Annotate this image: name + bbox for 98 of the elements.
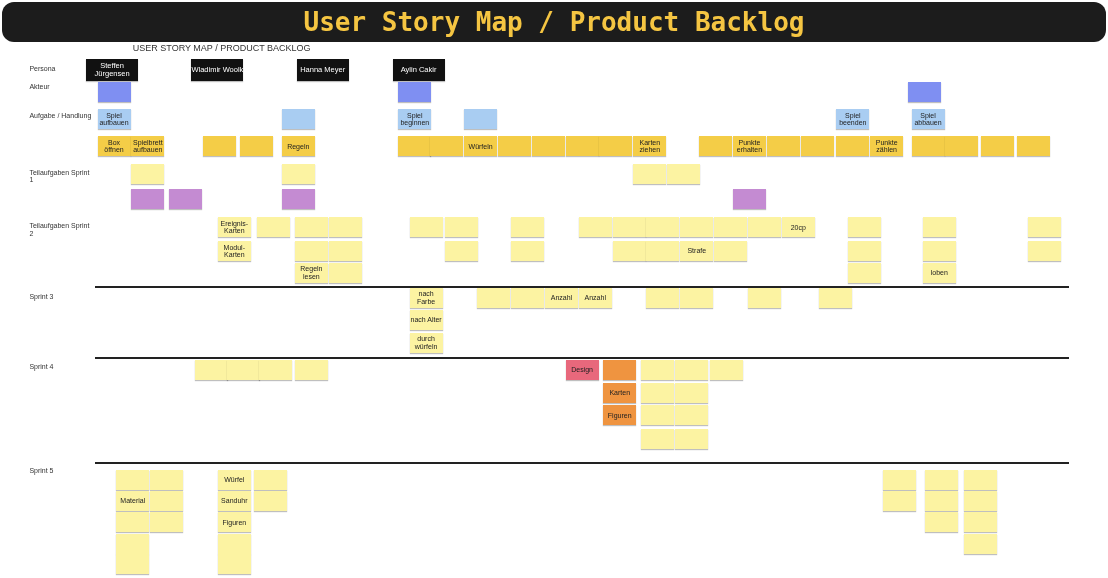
sticky-note bbox=[766, 136, 800, 157]
sticky-note bbox=[640, 382, 674, 403]
sticky-note bbox=[646, 241, 680, 262]
sticky-note bbox=[603, 360, 637, 381]
sticky-note bbox=[1028, 217, 1062, 238]
sticky-note bbox=[640, 360, 674, 381]
sticky-note bbox=[430, 136, 464, 157]
sticky-note bbox=[646, 287, 680, 308]
sticky-note bbox=[699, 136, 733, 157]
sticky-note bbox=[883, 491, 917, 511]
sticky-note bbox=[116, 512, 150, 533]
sticky-note bbox=[116, 469, 150, 490]
sticky-note bbox=[294, 241, 328, 262]
sticky-note bbox=[599, 136, 633, 157]
sticky-note bbox=[511, 287, 545, 308]
sticky-note bbox=[195, 360, 229, 381]
sticky-note bbox=[202, 136, 236, 157]
sticky-note bbox=[964, 533, 998, 554]
sticky-note bbox=[922, 241, 956, 262]
sticky-note bbox=[328, 217, 362, 238]
sticky-note bbox=[847, 241, 881, 262]
sticky-note bbox=[116, 533, 150, 554]
sticky-note bbox=[836, 136, 870, 157]
sticky-note bbox=[612, 241, 646, 262]
sticky-note bbox=[911, 136, 945, 157]
sticky-note bbox=[714, 217, 748, 238]
sticky-note bbox=[981, 136, 1015, 157]
sticky-note bbox=[294, 360, 328, 381]
sticky-note bbox=[168, 188, 202, 209]
sticky-note bbox=[732, 188, 766, 209]
sticky-note bbox=[217, 554, 251, 575]
sticky-note bbox=[747, 217, 781, 238]
sticky-note bbox=[227, 360, 261, 381]
sticky-note bbox=[281, 109, 315, 129]
sticky-note bbox=[640, 405, 674, 426]
sticky-note bbox=[710, 360, 744, 381]
sticky-note bbox=[907, 81, 941, 102]
sticky-note bbox=[674, 405, 708, 426]
sticky-note bbox=[445, 241, 479, 262]
sticky-note bbox=[680, 287, 714, 308]
sticky-note bbox=[578, 217, 612, 238]
sticky-note bbox=[409, 217, 443, 238]
sticky-note bbox=[445, 217, 479, 238]
sticky-note bbox=[924, 469, 958, 490]
sticky-note bbox=[281, 163, 315, 184]
sticky-note bbox=[511, 217, 545, 238]
sticky-note bbox=[497, 136, 531, 157]
sticky-note bbox=[640, 429, 674, 450]
sticky-note bbox=[883, 469, 917, 490]
sticky-note bbox=[1016, 136, 1050, 157]
board-heading: USER STORY MAP / PRODUCT BACKLOG bbox=[132, 44, 311, 54]
sticky-note bbox=[531, 136, 565, 157]
sticky-note bbox=[674, 429, 708, 450]
sticky-note bbox=[328, 262, 362, 283]
sticky-note bbox=[646, 217, 680, 238]
sticky-note bbox=[922, 217, 956, 238]
sticky-note bbox=[847, 262, 881, 283]
sticky-note bbox=[116, 554, 150, 575]
sticky-note bbox=[964, 512, 998, 533]
sticky-note bbox=[398, 136, 432, 157]
sticky-note bbox=[131, 188, 165, 209]
sticky-note bbox=[612, 217, 646, 238]
sticky-note bbox=[565, 136, 599, 157]
page-title: User Story Map / Product Backlog bbox=[302, 7, 806, 37]
sticky-note bbox=[217, 533, 251, 554]
sticky-note bbox=[924, 512, 958, 533]
sticky-note bbox=[131, 163, 165, 184]
sticky-note bbox=[964, 491, 998, 511]
sticky-note bbox=[398, 81, 432, 102]
sticky-note bbox=[674, 360, 708, 381]
sticky-note bbox=[1028, 241, 1062, 262]
sticky-note bbox=[257, 217, 291, 238]
sticky-note bbox=[819, 287, 853, 308]
sticky-note bbox=[633, 163, 667, 184]
sticky-note bbox=[924, 491, 958, 511]
sticky-note bbox=[714, 241, 748, 262]
sticky-note bbox=[150, 469, 184, 490]
sticky-note bbox=[328, 241, 362, 262]
sticky-note bbox=[464, 109, 498, 129]
sticky-note bbox=[150, 491, 184, 511]
sticky-note bbox=[800, 136, 834, 157]
sticky-note bbox=[847, 217, 881, 238]
sticky-note bbox=[259, 360, 293, 381]
sticky-note bbox=[945, 136, 979, 157]
sticky-note bbox=[253, 469, 287, 490]
sticky-note bbox=[253, 491, 287, 511]
sticky-note bbox=[747, 287, 781, 308]
sticky-note bbox=[294, 217, 328, 238]
sticky-note bbox=[667, 163, 701, 184]
sticky-note bbox=[964, 469, 998, 490]
sticky-note bbox=[281, 188, 315, 209]
sticky-note bbox=[477, 287, 511, 308]
sticky-note bbox=[97, 81, 131, 102]
sticky-note bbox=[150, 512, 184, 533]
sticky-note bbox=[240, 136, 274, 157]
sticky-note bbox=[511, 241, 545, 262]
sticky-note bbox=[680, 217, 714, 238]
sticky-note bbox=[674, 382, 708, 403]
